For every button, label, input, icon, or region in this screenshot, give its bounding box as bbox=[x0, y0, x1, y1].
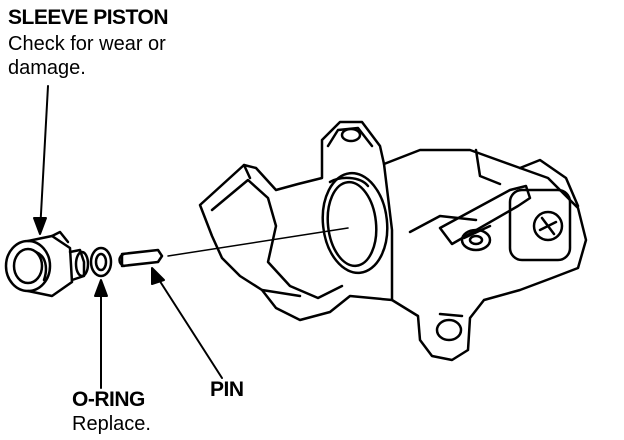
pin-arrow bbox=[153, 271, 223, 379]
bracket-inner-contour bbox=[210, 178, 344, 300]
lever-nut bbox=[460, 228, 492, 252]
parking-lever bbox=[438, 184, 532, 246]
lower-ear-hole bbox=[435, 318, 463, 342]
pin-label: PIN bbox=[210, 378, 244, 401]
sleeve-piston-part bbox=[4, 230, 90, 298]
o-ring-label: O-RING bbox=[72, 388, 145, 411]
o-ring-part bbox=[89, 246, 113, 278]
upper-ear bbox=[326, 126, 374, 148]
adjuster-assembly bbox=[438, 158, 580, 262]
assembly-axis-line bbox=[167, 227, 349, 257]
pin-part bbox=[118, 248, 164, 268]
sleeve-piston-note-line1: Check for wear or bbox=[8, 33, 166, 55]
sleeve-face-inner bbox=[12, 247, 44, 285]
caliper-outline bbox=[198, 120, 588, 362]
adjuster-bolt bbox=[532, 210, 564, 242]
upper-ear-hole bbox=[340, 127, 362, 143]
sleeve-piston-note-line2: damage. bbox=[8, 57, 86, 79]
leader-arrows bbox=[33, 85, 223, 389]
sleeve-piston-arrow bbox=[39, 85, 49, 233]
o-ring-note: Replace. bbox=[72, 413, 151, 435]
caliper-body bbox=[198, 120, 588, 362]
caliper-bore bbox=[321, 171, 389, 275]
sleeve-piston-label: SLEEVE PISTON bbox=[8, 6, 169, 29]
